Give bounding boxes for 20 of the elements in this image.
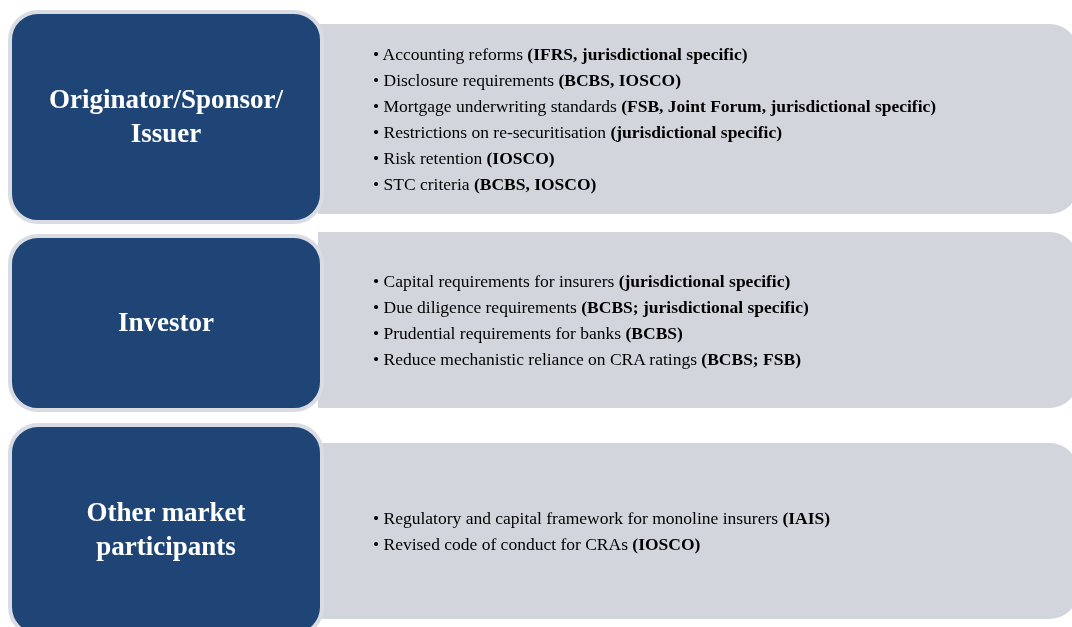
bullet-item: • Due diligence requirements (BCBS; jurisdictional specific)	[373, 296, 809, 319]
category-box	[8, 234, 324, 412]
bullet-item: • Disclosure requirements (BCBS, IOSCO)	[373, 69, 682, 92]
bullet-item: • STC criteria (BCBS, IOSCO)	[373, 173, 598, 196]
requirements-panel	[318, 24, 1072, 214]
category-title: Investor	[117, 306, 215, 340]
bullet-item: • Mortgage underwriting standards (FSB, Joint Forum, jurisdictional specific)	[373, 95, 937, 118]
category-title: Other market participants	[85, 496, 247, 563]
requirements-panel	[318, 232, 1072, 408]
category-box	[8, 423, 324, 627]
category-title: Originator/Sponsor/ Issuer	[48, 83, 284, 150]
bullet-item: • Capital requirements for insurers (jurisdictional specific)	[373, 270, 792, 293]
bullet-item: • Accounting reforms (IFRS, jurisdictional specific)	[373, 43, 749, 66]
bullet-item: • Restrictions on re-securitisation (jurisdictional specific)	[373, 121, 784, 144]
bullet-item: • Prudential requirements for banks (BCBS)	[373, 322, 684, 345]
bullet-item: • Risk retention (IOSCO)	[373, 147, 556, 170]
bullet-item: • Revised code of conduct for CRAs (IOSCO)	[373, 533, 702, 556]
bullet-item: • Reduce mechanistic reliance on CRA ratings (BCBS; FSB)	[373, 348, 802, 371]
bullet-item: • Regulatory and capital framework for monoline insurers (IAIS)	[373, 507, 831, 530]
category-box	[8, 10, 324, 224]
